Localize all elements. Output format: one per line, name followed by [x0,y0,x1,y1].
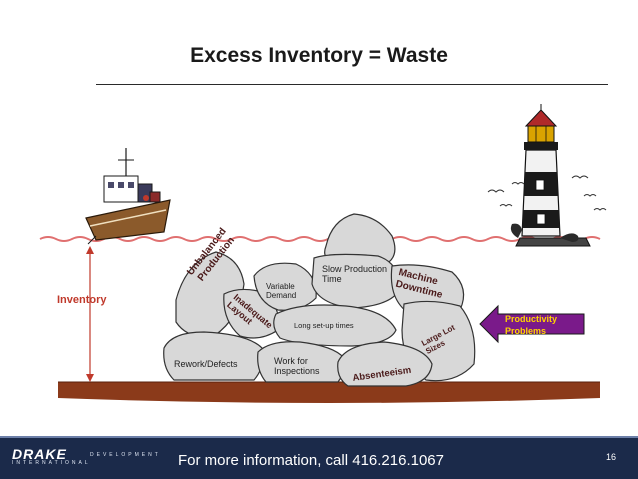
label-rework: Rework/Defects [174,359,238,369]
footer-bar [0,438,638,479]
productivity-arrow [479,304,585,344]
label-slow: Slow Production Time [322,264,388,285]
rock-setup [273,304,397,347]
rock-rework [163,331,264,381]
sea-floor [58,382,600,403]
title-divider [96,84,608,85]
lighthouse-illustration [487,104,607,247]
rock-variable [253,262,317,311]
footer-contact: For more information, call 416.216.1067 [178,452,444,469]
inventory-label: Inventory [57,294,107,306]
label-variable: Variable Demand [266,282,297,301]
drake-logo: DRAKE DEVELOPMENT INTERNATIONAL [12,446,161,466]
page-number: 16 [606,452,617,462]
ship-illustration [85,148,171,245]
label-setup: Long set-up times [294,321,354,330]
inventory-arrow [86,246,94,382]
slide-title: Excess Inventory = Waste [190,44,448,67]
label-inspections: Work for Inspections [274,356,320,377]
rock-absenteeism [337,341,433,387]
water-line [39,236,601,242]
productivity-label: Productivity Problems [505,314,558,336]
footer-stripe [0,436,638,438]
